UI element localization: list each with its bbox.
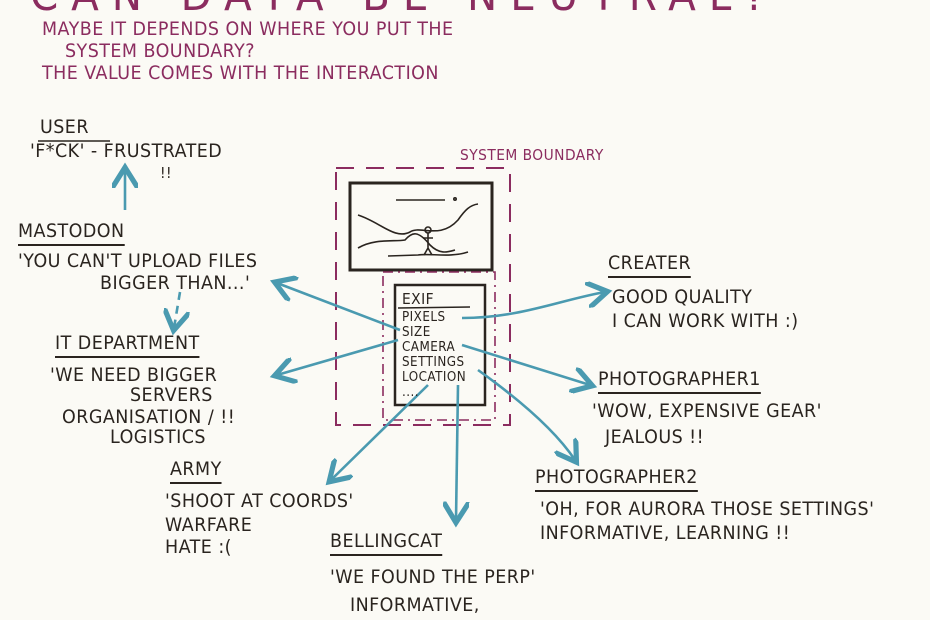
exif-items: Pixels Size Camera Settings Location ...… (402, 310, 466, 400)
it-line: servers (130, 384, 213, 406)
army-heading: Army (170, 458, 222, 484)
exif-item: Location (402, 370, 467, 385)
creater-line: Good quality (612, 286, 753, 308)
photographer1-line: 'Wow, expensive gear' (592, 400, 822, 422)
exif-item: .... (402, 385, 420, 400)
army-line: hate :( (165, 536, 232, 558)
user-line: !! (160, 164, 172, 182)
exif-item: Settings (402, 355, 465, 370)
user-heading: User (40, 116, 89, 138)
photographer1-heading: Photographer1 (598, 368, 761, 394)
photo-sketch (357, 197, 479, 257)
photographer2-line: informative, learning !! (540, 522, 791, 544)
creater-line: I can work with :) (612, 310, 799, 332)
mastodon-line: 'You can't upload files (18, 250, 258, 272)
arrow-pixels-creater (461, 292, 605, 320)
exif-heading: EXIF (402, 290, 435, 308)
arrow-settings-photographer2 (477, 368, 575, 460)
army-line: 'Shoot at coords' (165, 490, 354, 512)
it-line: 'We need bigger (50, 364, 218, 386)
exif-item: Camera (402, 340, 456, 355)
exif-item: Size (402, 325, 431, 340)
bellingcat-heading: Bellingcat (330, 530, 443, 556)
photographer1-line: jealous !! (605, 426, 705, 448)
bellingcat-line: informative, (350, 594, 480, 616)
creater-heading: Creater (608, 252, 692, 278)
mastodon-line: bigger than...' (100, 272, 251, 294)
arrow-location-bellingcat (456, 384, 458, 520)
exif-box (393, 283, 487, 407)
system-boundary-label: System boundary (460, 146, 604, 164)
arrow-size-it (277, 338, 399, 375)
photographer2-heading: Photographer2 (535, 466, 698, 492)
subtitle-line-3: The value comes with the interaction (42, 62, 439, 84)
army-line: warfare (165, 514, 253, 536)
user-line: 'F*ck' - frustrated (30, 140, 223, 162)
arrow-exif-army (331, 384, 429, 480)
it-line: logistics (110, 426, 206, 448)
system-boundary-outer (335, 167, 511, 426)
it-line: organisation / !! (62, 406, 236, 428)
arrow-camera-photographer1 (461, 343, 590, 385)
bellingcat-line: 'We found the perp' (330, 566, 536, 588)
arrow-size-mastodon (277, 283, 401, 332)
mastodon-heading: Mastodon (18, 220, 125, 246)
system-boundary-inner (382, 271, 496, 421)
arrow-mastodon-it (174, 291, 180, 328)
page-title: Can data be neutral? (30, 0, 779, 21)
photographer2-line: 'Oh, for aurora those settings' (540, 498, 875, 520)
it-heading: IT department (55, 332, 200, 358)
exif-item: Pixels (402, 310, 446, 325)
subtitle-line-1: Maybe it depends on where you put the (42, 18, 454, 40)
photo-frame (348, 181, 494, 272)
subtitle-line-2: system boundary? (65, 40, 256, 62)
